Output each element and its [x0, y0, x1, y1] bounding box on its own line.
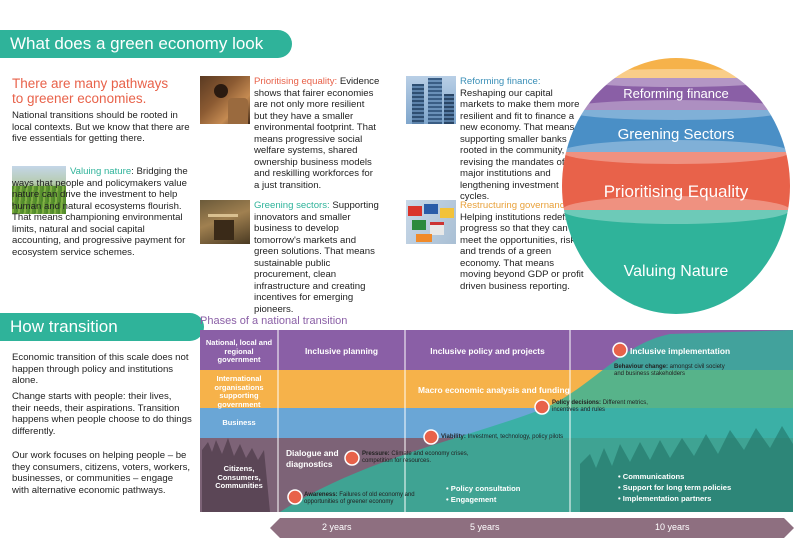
- section-title-transition: How transition happens?: [0, 313, 204, 364]
- section-title-transition-text: How transition happens?: [10, 317, 118, 364]
- timeline-2-years: 2 years: [322, 522, 352, 532]
- sphere-label-nature: Valuing Nature: [624, 263, 729, 280]
- timeline-arrow: [270, 518, 794, 538]
- phase-inclusive-policy: Inclusive policy and projects: [430, 346, 545, 356]
- governance-label: Restructuring governance:: [460, 200, 573, 211]
- finance-block: Reforming finance: Reshaping our capital…: [406, 76, 586, 203]
- macro-analysis-label: Macro economic analysis and funding: [418, 385, 570, 395]
- milestone-marker: [612, 342, 628, 358]
- photo-flags: [406, 200, 456, 244]
- sphere-label-sectors: Greening Sectors: [618, 126, 735, 143]
- dialogue-label: Dialogue and diagnostics: [286, 448, 339, 469]
- sectors-text: Supporting innovators and smaller busine…: [254, 200, 379, 315]
- equality-text: Evidence shows that fairer economies are…: [254, 76, 380, 191]
- phase-inclusive-implementation: Inclusive implementation: [630, 346, 731, 356]
- transition-p2: Change starts with people: their lives, …: [12, 391, 192, 437]
- impl-item-partners: • Implementation partners: [618, 494, 712, 503]
- equality-block: Prioritising equality: Evidence shows th…: [200, 76, 380, 191]
- section-title-green-economy: What does a green economy look like?: [0, 30, 292, 81]
- row-label-citizens: Citizens, Consumers, Communities: [215, 464, 263, 490]
- milestone-marker: [534, 399, 550, 415]
- sphere-label-governance: Restructuring governance: [607, 43, 745, 57]
- milestone-pressure: Pressure: Climate and economy crises, co…: [362, 451, 469, 464]
- transition-p3: Our work focuses on helping people – be …: [12, 450, 191, 496]
- impl-item-support: • Support for long term policies: [618, 483, 732, 492]
- row-label-business: Business: [222, 418, 256, 427]
- implementation-items: • Communications • Support for long term…: [618, 471, 731, 504]
- photo-buildings: [406, 76, 456, 124]
- valuing-nature-block: Valuing nature: Bridging the ways that p…: [12, 166, 190, 258]
- chart-title: Phases of a national transition: [200, 315, 348, 327]
- sectors-label: Greening sectors:: [254, 200, 330, 211]
- row-label-government: National, local and regional government: [205, 338, 273, 364]
- timeline-5-years: 5 years: [470, 522, 500, 532]
- photo-people: [200, 76, 250, 124]
- governance-text: Helping institutions redefine progress s…: [460, 211, 584, 292]
- policy-item-engagement: • Engagement: [446, 495, 497, 504]
- milestone-behaviour-change: Behaviour change: amongst civil society …: [614, 364, 725, 377]
- band-sectors: [562, 110, 790, 152]
- milestone-policy-decisions: Policy decisions: Different metrics, inc…: [552, 400, 648, 413]
- milestone-marker: [344, 450, 360, 466]
- transition-p1: Economic transition of this scale does n…: [12, 352, 189, 386]
- intro-text: National transitions should be rooted in…: [12, 110, 190, 144]
- phase-inclusive-planning: Inclusive planning: [304, 346, 379, 356]
- sphere-label-equality: Prioritising Equality: [604, 182, 749, 201]
- valuing-nature-text: : Bridging the ways that people and poli…: [12, 166, 188, 258]
- row-label-international: International organisations supporting g…: [214, 374, 264, 409]
- sphere-label-finance: Reforming finance: [623, 86, 729, 101]
- milestone-marker: [423, 429, 439, 445]
- photo-workshop: [200, 200, 250, 244]
- governance-block: Restructuring governance: Helping instit…: [406, 200, 586, 292]
- section-title-text: What does a green economy look like?: [10, 34, 264, 81]
- band-equality: [562, 152, 790, 210]
- policy-items: • Policy consultation • Engagement: [446, 483, 520, 505]
- milestone-awareness: Awareness: Failures of old economy and o…: [304, 492, 415, 505]
- milestone-marker: [287, 489, 303, 505]
- timeline-10-years: 10 years: [655, 522, 690, 532]
- finance-label: Reforming finance:: [460, 76, 541, 87]
- policy-item-consultation: • Policy consultation: [446, 484, 521, 493]
- finance-text: Reshaping our capital markets to make th…: [460, 87, 580, 203]
- transition-chart: National, local and regional government …: [200, 330, 793, 512]
- photo-grass: [12, 166, 66, 214]
- impl-item-communications: • Communications: [618, 472, 685, 481]
- equality-label: Prioritising equality:: [254, 76, 338, 87]
- green-economy-sphere: Restructuring governance Reforming finan…: [562, 43, 790, 314]
- pathways-heading: There are many pathways to greener econo…: [12, 76, 169, 106]
- valuing-nature-label: Valuing nature: [70, 166, 132, 177]
- sectors-block: Greening sectors: Supporting innovators …: [200, 200, 380, 315]
- milestone-viability: Viability: Investment, technology, polic…: [441, 434, 564, 440]
